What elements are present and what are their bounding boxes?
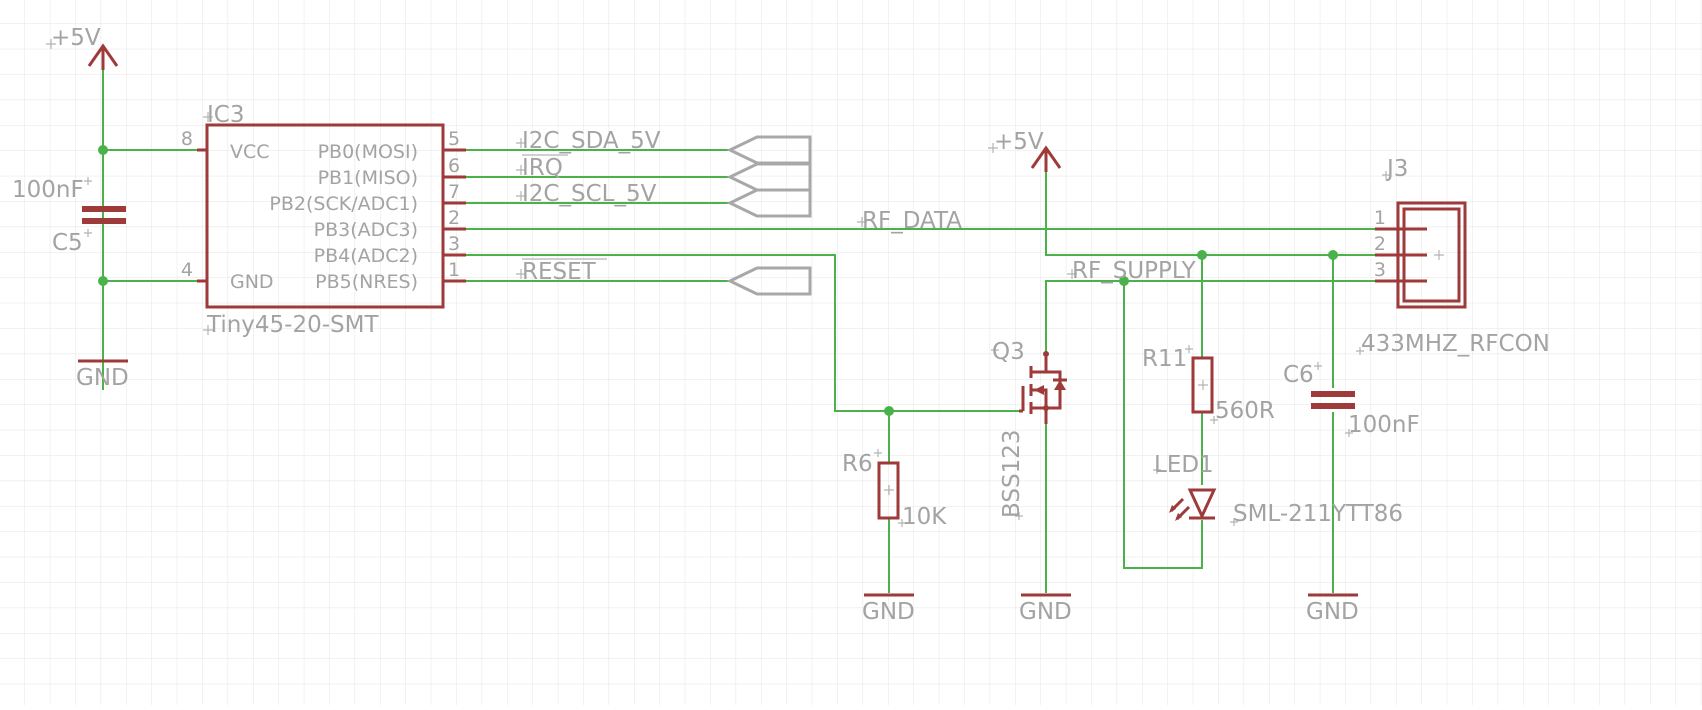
r6-ref: R6 [842,451,873,477]
pin-name: VCC [230,141,270,163]
pin-number: 2 [448,207,460,229]
ic3-ref: IC3 [207,102,244,128]
wires [102,66,1375,593]
resistor-r11[interactable]: R11 560R [1142,345,1275,424]
junction-dot [1119,276,1129,286]
pin-number: 6 [448,155,460,177]
pin-name: PB2(SCK/ADC1) [269,193,418,215]
net-label-reset: RESET [522,259,597,285]
pin-number: 2 [1374,233,1386,255]
power-5v-left[interactable]: +5V [46,25,119,70]
pin-number: 7 [448,181,460,203]
r11-value: 560R [1215,398,1275,424]
pin-number: 1 [1374,207,1386,229]
c5-value: 100nF [12,177,84,203]
c6-value: 100nF [1348,412,1420,438]
gnd-symbol-c6[interactable]: GND [1306,593,1359,625]
net-label-sda: I2C_SDA_5V [522,128,661,154]
port-flag-reset[interactable] [726,266,812,296]
led1-ref: LED1 [1154,452,1214,478]
pin-number: 5 [448,128,460,150]
net-label-scl: I2C_SCL_5V [522,181,657,207]
port-flag-sda[interactable] [726,135,812,165]
power-label: +5V [994,129,1044,155]
r11-ref: R11 [1142,346,1187,372]
gnd-symbol-left[interactable]: GND [76,359,129,391]
pin-name: PB0(MOSI) [318,141,418,163]
capacitor-c6[interactable]: C6 100nF [1283,362,1420,438]
gnd-label: GND [1019,599,1072,625]
led-return-wire [1123,281,1203,569]
pin-name: PB5(NRES) [315,271,418,293]
ic3-body [205,123,445,309]
pin-name: PB3(ADC3) [314,219,418,241]
power-5v-right[interactable]: +5V [988,129,1062,172]
c6-ref: C6 [1283,362,1314,388]
gnd-label: GND [1306,599,1359,625]
gnd-symbol-r6[interactable]: GND [862,593,915,625]
junctions [98,145,1338,416]
net-wire-rf-supply [1045,280,1375,367]
junction-dot [1328,250,1338,260]
power-label: +5V [51,25,101,51]
net-label-irq: IRQ [522,155,563,181]
pin-number: 8 [181,128,193,150]
junction-dot [884,406,894,416]
gnd-symbol-q3[interactable]: GND [1019,593,1072,625]
led-led1[interactable]: LED1 SML-211YTT86 [1153,452,1403,527]
net-label-rf-data: RF_DATA [862,208,962,234]
net-wire-5v-j3 [1045,168,1375,256]
ic3-symbol[interactable]: IC3 Tiny45-20-SMT 8 4 VCC GND PB0(MOSI) … [181,102,466,338]
port-flag-scl[interactable] [726,188,812,218]
r6-value: 10K [902,504,947,530]
j3-value: 433MHZ_RFCON [1361,331,1550,357]
pin-name: GND [230,271,274,293]
j3-ref: J3 [1385,156,1408,182]
mosfet-q3[interactable]: Q3 BSS123 [991,339,1067,520]
pin-name: PB4(ADC2) [314,245,418,267]
gnd-label: GND [76,365,129,391]
resistor-r6[interactable]: R6 10K [842,449,947,530]
pin-number: 3 [448,233,460,255]
net-label-rf-supply: RF_SUPPLY [1072,258,1197,284]
capacitor-c5[interactable]: 100nF C5 [12,150,126,281]
net-wire-gate [466,254,1019,412]
pin-number: 1 [448,259,460,281]
pin-number: 4 [181,259,193,281]
gnd-label: GND [862,599,915,625]
q3-value: BSS123 [999,430,1025,518]
pin-name: PB1(MISO) [318,167,418,189]
q3-ref: Q3 [992,339,1025,365]
net-labels: I2C_SDA_5V IRQ I2C_SCL_5V RESET RF_DATA … [516,128,1197,285]
connector-j3[interactable]: 1 2 3 J3 433MHZ_RFCON [1356,156,1550,357]
c5-ref: C5 [52,230,83,256]
junction-dot [1197,250,1207,260]
pin-number: 3 [1374,259,1386,281]
led1-value: SML-211YTT86 [1233,501,1403,527]
ic3-value: Tiny45-20-SMT [206,312,379,338]
port-flag-irq[interactable] [726,162,812,192]
